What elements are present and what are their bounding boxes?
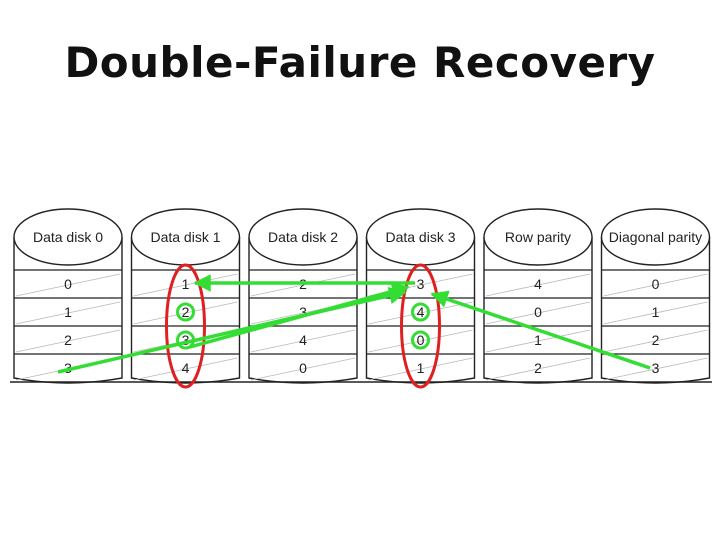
disk-label: Diagonal parity: [609, 229, 702, 245]
diagonal-hatch: [133, 301, 238, 325]
cell-value: 0: [534, 304, 542, 320]
cell-value: 1: [417, 360, 425, 376]
disk-2: Data disk 22340: [248, 208, 358, 384]
diagonal-hatch: [250, 329, 356, 353]
cell-value: 1: [652, 304, 660, 320]
disk-top: [600, 208, 711, 266]
diagonal-hatch: [15, 301, 121, 325]
disk-top: [13, 208, 123, 266]
cell-value: 0: [417, 332, 425, 348]
diagonal-hatch: [603, 273, 708, 297]
disk-body: [13, 237, 123, 384]
disk-body: [365, 237, 476, 384]
recovered-block-marker: [176, 302, 195, 322]
cell-value: 3: [299, 304, 307, 320]
cell-value: 1: [64, 304, 72, 320]
diagonal-hatch: [368, 329, 473, 353]
cell-value: 1: [534, 332, 542, 348]
recovered-block-marker: [411, 330, 430, 350]
disk-label: Data disk 3: [385, 229, 455, 245]
cell-value: 0: [652, 276, 660, 292]
diagonal-hatch: [603, 301, 708, 325]
recovered-block-marker: [411, 302, 430, 322]
diagonal-hatch: [133, 273, 238, 297]
disk-body: [248, 237, 358, 384]
diagonal-hatch: [368, 301, 473, 325]
cell-value: 0: [299, 360, 307, 376]
disk-1: Data disk 1 1 2 3 4: [130, 208, 241, 384]
recovery-arrow-disk1-to-disk3: [189, 282, 410, 349]
recovery-arrow-diag-parity-to-disk3: [430, 290, 651, 370]
cell-value: 4: [182, 360, 190, 376]
failed-disk-marker: [400, 263, 441, 389]
disk-label: Data disk 2: [268, 229, 338, 245]
disk-label: Row parity: [505, 229, 571, 245]
disk-body: [600, 237, 711, 384]
disk-0: Data disk 00123: [13, 208, 123, 384]
diagonal-hatch: [15, 273, 121, 297]
diagonal-hatch: [485, 273, 591, 297]
diagonal-hatch: [485, 301, 591, 325]
slide-title: Double-Failure Recovery: [64, 38, 656, 87]
failed-disk-marker: [165, 263, 206, 389]
cell-value: 3: [417, 276, 425, 292]
cell-value: 2: [64, 332, 72, 348]
cell-value: 3: [182, 332, 190, 348]
disk-label: Data disk 0: [33, 229, 103, 245]
cell-value: 2: [182, 304, 190, 320]
diagonal-hatch: [250, 273, 356, 297]
disk-top: [248, 208, 358, 266]
diagonal-hatch: [133, 357, 238, 381]
diagonal-hatch: [485, 329, 591, 353]
diagonal-hatch: [368, 357, 473, 381]
disk-4: Row parity 4 0 1 2: [483, 208, 593, 384]
disk-label: Data disk 1: [150, 229, 220, 245]
diagonal-hatch: [250, 357, 356, 381]
disk-body: [130, 237, 241, 384]
cell-value: 0: [64, 276, 72, 292]
diagonal-hatch: [15, 329, 121, 353]
cell-value: 4: [417, 304, 425, 320]
cell-value: 2: [652, 332, 660, 348]
disk-body: [483, 237, 593, 384]
cell-value: 4: [299, 332, 307, 348]
cell-value: 4: [534, 276, 542, 292]
diagonal-hatch: [485, 357, 591, 381]
disk-top: [483, 208, 593, 266]
cell-value: 3: [652, 360, 660, 376]
cell-value: 2: [534, 360, 542, 376]
disk-5: Diagonal parity 0 1 2 3: [600, 208, 711, 384]
diagonal-hatch: [603, 329, 708, 353]
diagonal-hatch: [603, 357, 708, 381]
cell-value: 1: [182, 276, 190, 292]
